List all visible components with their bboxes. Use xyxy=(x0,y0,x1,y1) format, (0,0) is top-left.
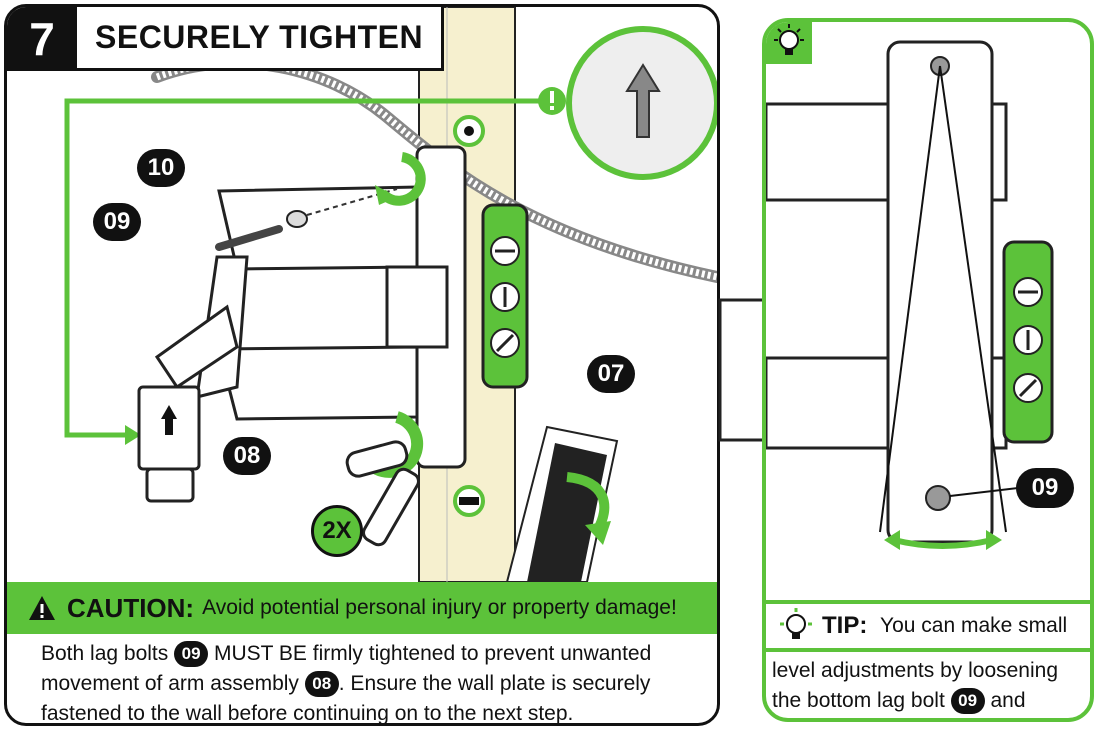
step-number: 7 xyxy=(7,7,77,71)
callout-08: 08 xyxy=(223,437,271,475)
main-panel: 7 SECURELY TIGHTEN xyxy=(4,4,720,726)
tip-text: level adjustments by loosening the botto… xyxy=(772,656,1090,722)
callout-09: 09 xyxy=(93,203,141,241)
step-title: SECURELY TIGHTEN xyxy=(77,7,444,71)
tip-wall-plate xyxy=(888,42,992,542)
warning-icon xyxy=(27,594,57,622)
tip-label: TIP: xyxy=(822,612,867,640)
callout-07: 07 xyxy=(587,355,635,393)
part-badge-08: 08 xyxy=(305,671,339,697)
tip-bar: TIP: You can make small xyxy=(766,600,1090,652)
caution-bar: CAUTION: Avoid potential personal injury… xyxy=(7,582,717,634)
tip-lightbulb-icon xyxy=(776,606,816,646)
part-badge-09: 09 xyxy=(174,641,208,667)
tip-lag-bolt xyxy=(926,486,950,510)
tip-lead: You can make small xyxy=(880,614,1067,638)
tip-panel: 09 TIP: You can make small level adjustm… xyxy=(762,18,1094,722)
callout-10: 10 xyxy=(137,149,185,187)
caution-label: CAUTION: xyxy=(67,593,194,624)
tip-badge-09: 09 xyxy=(951,688,985,714)
caution-message: Avoid potential personal injury or prope… xyxy=(202,596,677,620)
assembly-illustration xyxy=(7,7,717,582)
multiplier-2x: 2X xyxy=(311,505,363,557)
body-part-1: Both lag bolts xyxy=(41,642,168,665)
tip-callout-09: 09 xyxy=(1016,468,1074,508)
step-header: 7 SECURELY TIGHTEN xyxy=(7,7,444,71)
instructions-text: Both lag bolts 09 MUST BE firmly tighten… xyxy=(41,639,711,726)
washer xyxy=(287,211,307,227)
